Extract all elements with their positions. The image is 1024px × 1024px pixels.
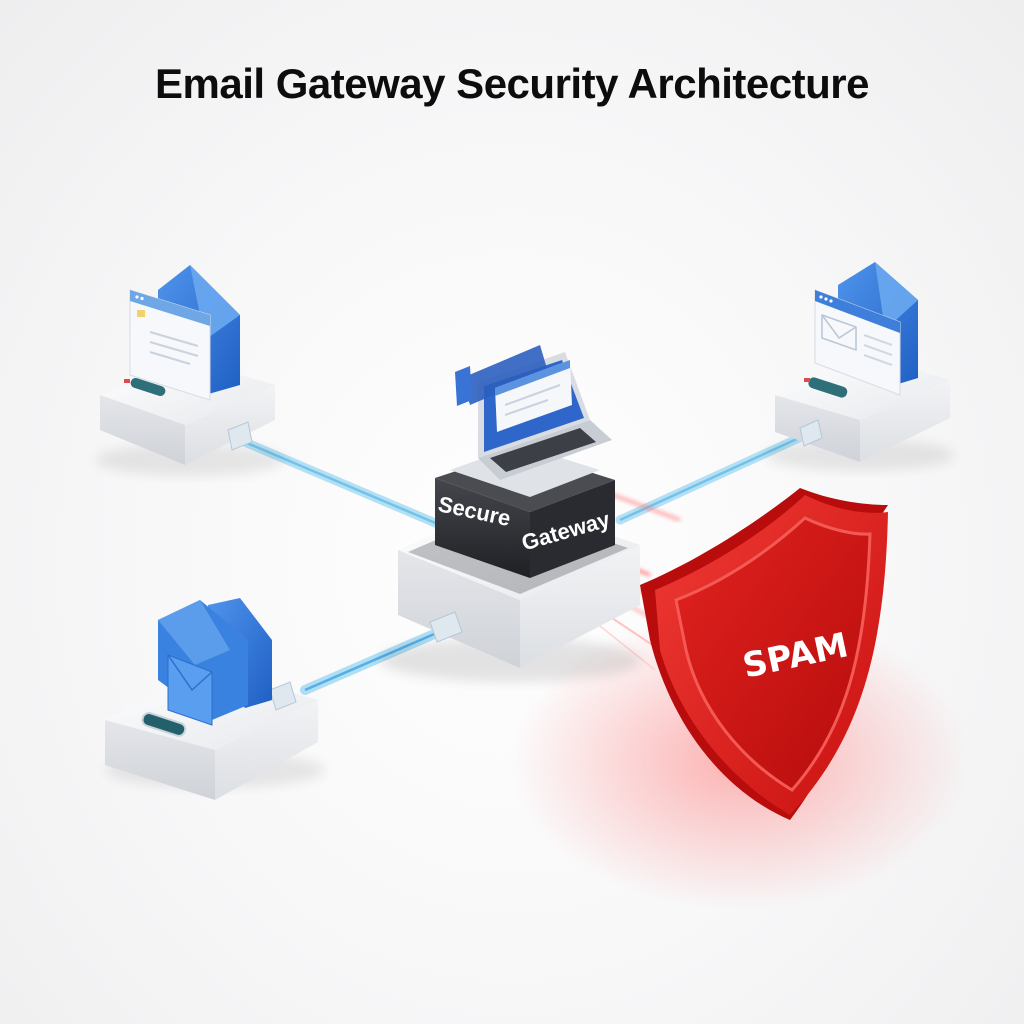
- status-indicator-icon: [141, 712, 187, 737]
- spam-shield: SPAM: [640, 488, 888, 820]
- laptop-icon: [455, 345, 612, 480]
- secure-gateway-node: Secure Gateway: [380, 345, 640, 682]
- connection-bottom-left: [300, 620, 460, 695]
- status-indicator-icon: [124, 377, 166, 397]
- node-top-right: [765, 262, 955, 471]
- email-window-icon: [814, 289, 901, 396]
- node-bottom-left: [105, 598, 325, 800]
- email-window-icon: [129, 289, 211, 401]
- node-top-left: [95, 265, 285, 476]
- diagram-title: Email Gateway Security Architecture: [155, 60, 869, 107]
- status-indicator-icon: [804, 377, 848, 398]
- stacked-envelopes-icon: [158, 598, 272, 726]
